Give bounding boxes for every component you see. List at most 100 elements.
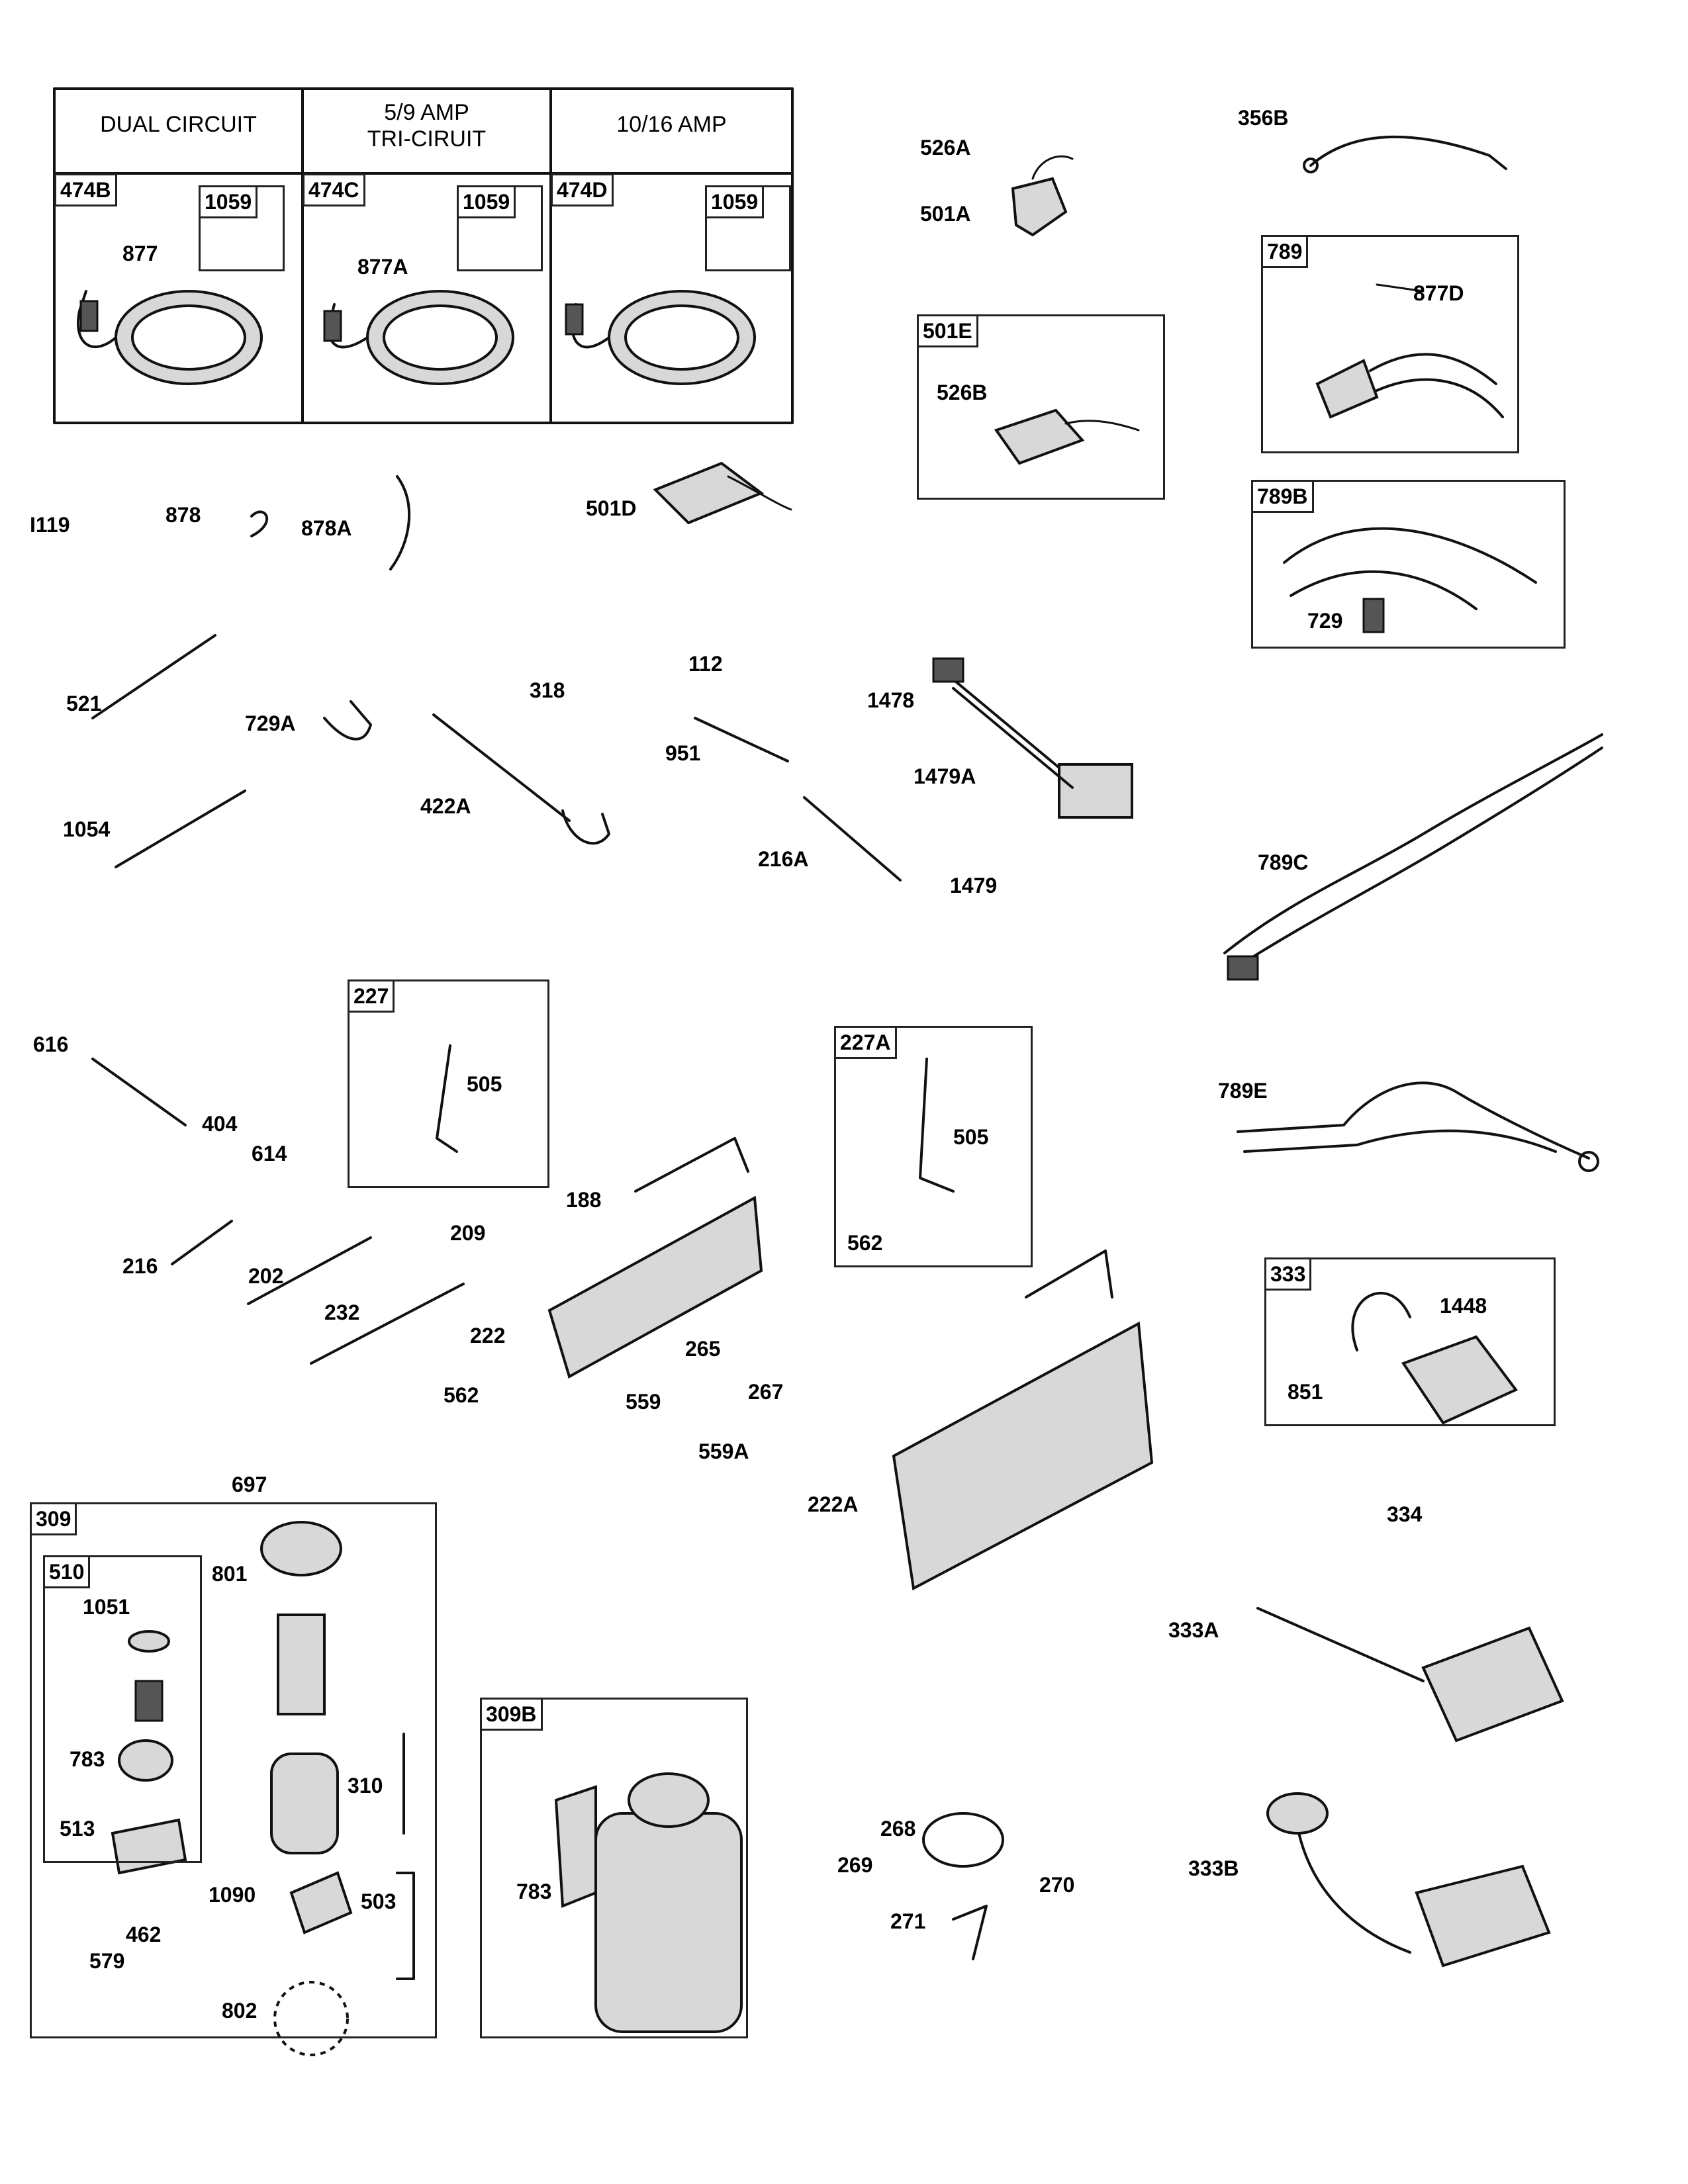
part-label-513: 513 — [60, 1817, 95, 1841]
part-label-501D: 501D — [586, 496, 637, 520]
part-label-526A: 526A — [920, 136, 971, 159]
part-label-209: 209 — [450, 1221, 486, 1245]
linkage-268-271-drawing — [922, 1812, 1004, 1960]
coil-333B-drawing — [1266, 1792, 1551, 1968]
part-label-877D: 877D — [1413, 281, 1464, 305]
part-label-878: 878 — [165, 503, 201, 527]
wire-789E-drawing — [1237, 1081, 1599, 1172]
group-309B-box — [480, 1698, 748, 2038]
tag-501E: 501E — [917, 314, 978, 347]
part-label-268: 268 — [880, 1817, 916, 1841]
regulator-501D-drawing — [653, 461, 792, 525]
tag-309B: 309B — [480, 1698, 543, 1731]
part-label-503: 503 — [361, 1889, 397, 1913]
harness-789C-drawing — [1223, 733, 1603, 981]
part-label-112: 112 — [688, 652, 723, 676]
tag-309: 309 — [30, 1502, 77, 1535]
part-label-1448: 1448 — [1440, 1294, 1487, 1318]
part-label-222A: 222A — [808, 1492, 859, 1516]
bracket-222A-drawing — [892, 1250, 1154, 1591]
part-label-783-b: 783 — [516, 1880, 552, 1903]
alternator-table-grid — [53, 87, 794, 424]
part-label-851: 851 — [1288, 1380, 1323, 1404]
control-levers-drawing — [91, 1044, 955, 1365]
starter-309B-drawing — [554, 1772, 743, 2033]
part-label-559: 559 — [626, 1390, 661, 1414]
tag-510: 510 — [43, 1555, 91, 1588]
header-dual-circuit: DUAL CIRCUIT — [54, 111, 303, 138]
part-label-802: 802 — [222, 1999, 258, 2023]
part-label-265: 265 — [685, 1337, 721, 1361]
part-label-1051: 1051 — [83, 1595, 130, 1619]
header-5-9-amp-line1: 5/9 AMP — [384, 100, 469, 125]
part-label-1479A: 1479A — [914, 764, 976, 788]
part-label-267: 267 — [748, 1380, 784, 1404]
group-227A-box — [834, 1026, 1033, 1267]
coil-333-drawing — [1351, 1291, 1519, 1425]
part-label-521: 521 — [66, 692, 102, 715]
tag-474D: 474D — [551, 173, 614, 206]
part-label-271: 271 — [890, 1909, 926, 1933]
part-label-269: 269 — [837, 1853, 873, 1877]
group-510-box — [43, 1555, 202, 1863]
part-label-1119: I119 — [30, 513, 70, 537]
part-label-789C: 789C — [1258, 850, 1309, 874]
part-label-951: 951 — [665, 741, 701, 765]
misc-small-parts-drawing — [91, 475, 902, 882]
tag-227: 227 — [348, 979, 395, 1013]
regulator-501A-drawing — [1011, 155, 1074, 237]
part-label-1478: 1478 — [867, 688, 915, 712]
group-501E-box — [917, 314, 1165, 500]
part-label-356B: 356B — [1238, 106, 1289, 130]
bracket-222-drawing — [547, 1137, 763, 1379]
part-label-505-a: 505 — [467, 1072, 502, 1096]
header-dual-circuit-line1: DUAL CIRCUIT — [100, 112, 257, 137]
header-10-16-amp: 10/16 AMP — [551, 111, 792, 138]
part-label-801: 801 — [212, 1562, 248, 1586]
part-label-422A: 422A — [420, 794, 471, 818]
part-label-789E: 789E — [1218, 1079, 1268, 1103]
stator-474D-drawing — [565, 290, 756, 385]
tag-474B: 474B — [54, 173, 117, 206]
part-label-526B: 526B — [937, 381, 988, 404]
part-label-1479: 1479 — [950, 874, 998, 897]
harness-789-drawing — [1315, 283, 1504, 419]
header-10-16-amp-line1: 10/16 AMP — [616, 112, 727, 137]
tag-1059-a: 1059 — [199, 185, 258, 218]
part-label-216: 216 — [122, 1254, 158, 1278]
starter-309-drawing — [111, 1521, 415, 2056]
tag-474C: 474C — [303, 173, 365, 206]
part-label-1090: 1090 — [209, 1883, 256, 1907]
part-label-562-a: 562 — [847, 1231, 883, 1255]
part-label-878A: 878A — [301, 516, 352, 540]
part-label-501A: 501A — [920, 202, 971, 226]
tag-1059-c: 1059 — [705, 185, 765, 218]
coil-333A-drawing — [1256, 1607, 1564, 1743]
part-label-729A: 729A — [245, 711, 296, 735]
part-label-562-b: 562 — [444, 1383, 479, 1407]
part-label-729: 729 — [1307, 609, 1343, 633]
part-label-1054: 1054 — [63, 817, 111, 841]
group-789-box — [1261, 235, 1519, 453]
regulator-501E-drawing — [994, 408, 1140, 465]
harness-789B-drawing — [1283, 527, 1537, 633]
tag-333: 333 — [1264, 1257, 1312, 1291]
part-label-270: 270 — [1039, 1873, 1075, 1897]
part-label-318: 318 — [530, 678, 565, 702]
stator-474C-drawing — [323, 290, 514, 385]
group-789B-box — [1251, 480, 1566, 649]
part-label-462: 462 — [126, 1923, 162, 1946]
tag-1059-b: 1059 — [457, 185, 516, 218]
part-label-579: 579 — [89, 1949, 125, 1973]
part-label-614: 614 — [252, 1142, 287, 1165]
solenoid-1478-drawing — [932, 657, 1133, 819]
group-227-box — [348, 979, 549, 1188]
part-label-877: 877 — [122, 242, 158, 265]
header-5-9-amp: 5/9 AMP TRI-CIRUIT — [303, 99, 551, 152]
part-label-697: 697 — [232, 1473, 267, 1496]
wire-356B-drawing — [1303, 135, 1507, 173]
part-label-222: 222 — [470, 1324, 506, 1347]
stator-474B-drawing — [77, 290, 263, 385]
part-label-404: 404 — [202, 1112, 238, 1136]
